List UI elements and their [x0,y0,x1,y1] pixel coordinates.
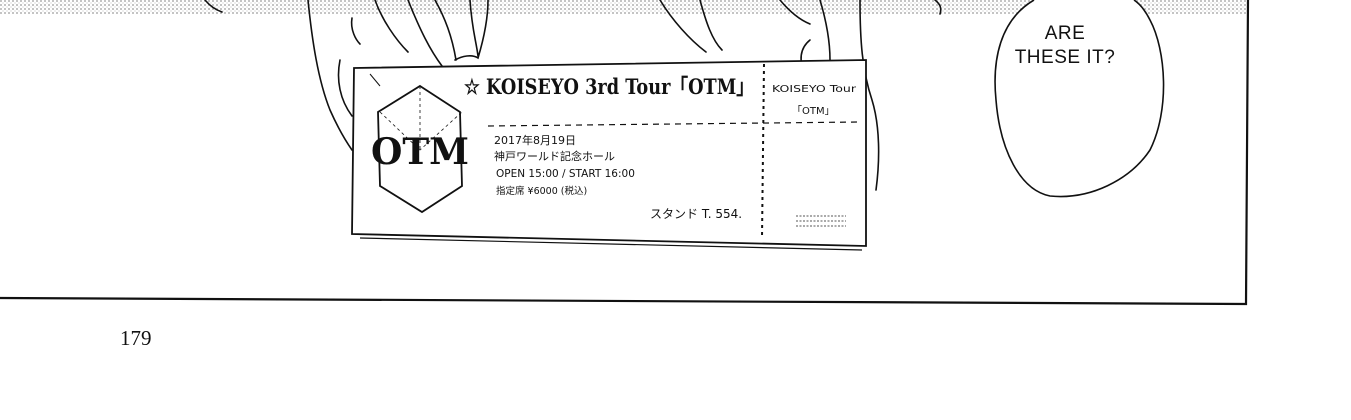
ticket-date: 2017年8月19日 [494,133,576,147]
ticket-venue: 神戸ワールド記念ホール [494,149,615,163]
panel-border [0,0,1250,306]
ticket-emblem-text: OTM [371,131,469,173]
ticket-seat-number: スタンド T. 554. [650,207,742,221]
ticket-times: OPEN 15:00 / START 16:00 [496,168,635,180]
speech-bubble [994,0,1165,198]
screentone-background [0,0,1248,14]
speech-bubble-text: ARE THESE IT? [1000,22,1130,70]
speech-bubble-line-2: THESE IT? [1014,47,1116,68]
page-number: 179 [120,326,152,350]
speech-bubble-line-1: ARE [1044,23,1086,44]
ticket-title: ☆ KOISEYO 3rd Tour「OTM」 [464,74,754,99]
barcode [796,215,846,227]
ticket-seat-price: 指定席 ¥6000 (税込) [496,185,587,197]
ticket-stub-subtitle: 「OTM」 [792,105,835,117]
concert-ticket [351,59,867,251]
ticket-stub-title: KOISEYO Tour [772,84,857,95]
